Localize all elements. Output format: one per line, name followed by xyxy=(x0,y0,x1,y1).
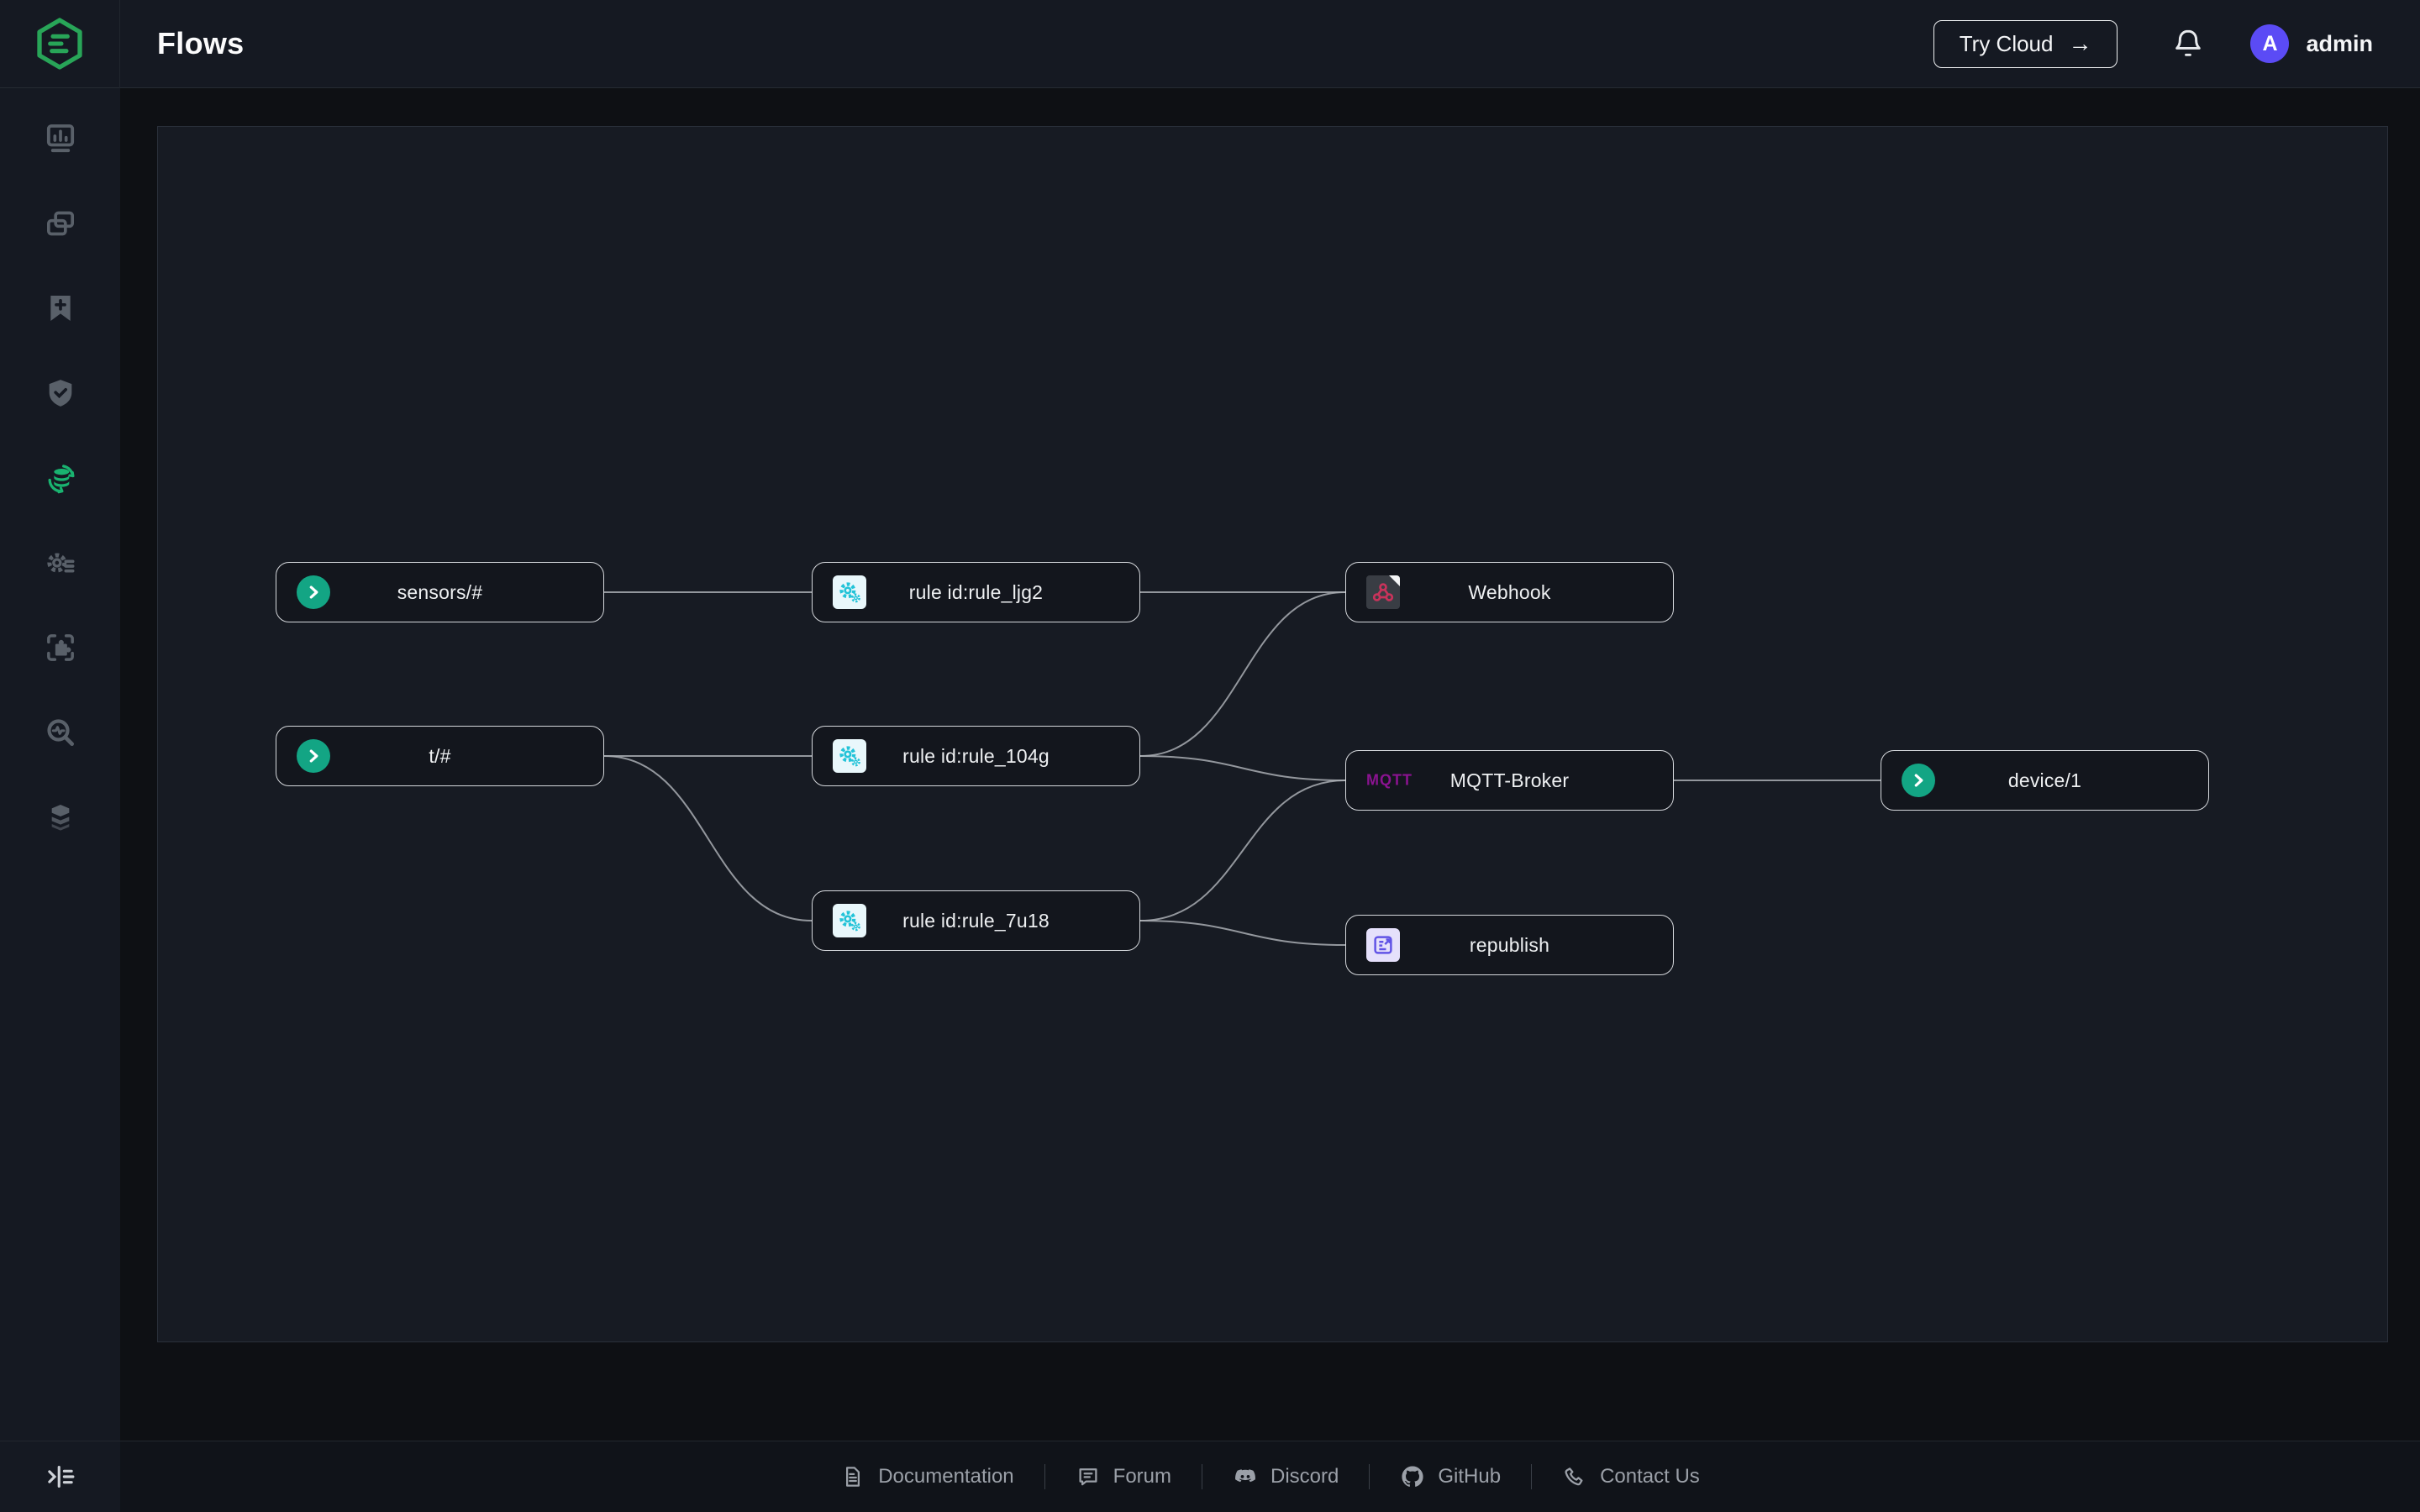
sidebar-item-management[interactable] xyxy=(0,520,120,605)
node-label: MQTT-Broker xyxy=(1449,769,1570,791)
sidebar-nav xyxy=(0,88,120,1441)
chat-bubble-icon xyxy=(1079,1468,1097,1486)
top-header: Flows Try Cloud → A admin xyxy=(0,0,2420,88)
database-sync-icon xyxy=(48,464,74,493)
rule-gears-icon xyxy=(833,739,866,773)
sidebar-item-extensions[interactable] xyxy=(0,605,120,690)
flow-canvas[interactable]: sensors/# t/# rule id:rule_ljg2 xyxy=(157,126,2388,1342)
flow-edge xyxy=(1139,591,1346,757)
flow-node-topic-t[interactable]: t/# xyxy=(276,726,604,786)
footer-link-contact-us[interactable]: Contact Us xyxy=(1562,1464,1700,1489)
user-menu[interactable]: A admin xyxy=(2250,24,2373,63)
try-cloud-button[interactable]: Try Cloud → xyxy=(1933,19,2118,68)
notifications-button[interactable] xyxy=(2170,25,2207,62)
flow-node-rule-104g[interactable]: rule id:rule_104g xyxy=(812,726,1140,786)
footer-link-discord[interactable]: Discord xyxy=(1233,1464,1339,1489)
flow-node-topic-device1[interactable]: device/1 xyxy=(1881,750,2209,811)
footer-link-forum[interactable]: Forum xyxy=(1076,1464,1171,1489)
webhook-icon xyxy=(1366,575,1400,609)
footer-link-label: Discord xyxy=(1270,1465,1339,1488)
gear-list-icon xyxy=(46,552,74,573)
bell-icon xyxy=(2175,29,2202,56)
flow-edge xyxy=(1139,755,1346,781)
page-title: Flows xyxy=(157,26,245,60)
sidebar-item-system[interactable] xyxy=(0,774,120,859)
flow-node-rule-ljg2[interactable]: rule id:rule_ljg2 xyxy=(812,562,1140,622)
topic-arrow-icon xyxy=(297,575,330,609)
node-label: rule id:rule_7u18 xyxy=(902,909,1050,932)
sidebar-item-diagnose[interactable] xyxy=(0,690,120,774)
flow-edges xyxy=(603,591,1881,946)
flow-node-webhook[interactable]: Webhook xyxy=(1345,562,1674,622)
node-label: rule id:rule_104g xyxy=(902,744,1050,767)
flow-node-topic-sensors[interactable]: sensors/# xyxy=(276,562,604,622)
sidebar-item-monitoring[interactable] xyxy=(0,96,120,181)
search-pulse-icon xyxy=(46,718,74,746)
folded-corner xyxy=(1389,575,1400,586)
footer-link-documentation[interactable]: Documentation xyxy=(840,1464,1014,1489)
emqx-logo[interactable] xyxy=(0,0,120,88)
node-label: device/1 xyxy=(2007,769,2082,791)
emqx-hexagon-logo-icon xyxy=(37,18,82,70)
phone-icon xyxy=(1565,1467,1583,1486)
flow-node-republish[interactable]: republish xyxy=(1345,915,1674,975)
flow-node-mqtt-broker[interactable]: MQTT MQTT-Broker xyxy=(1345,750,1674,811)
arrow-right-icon: → xyxy=(2068,30,2092,56)
flow-edge xyxy=(1139,920,1346,946)
footer: Documentation Forum Discord xyxy=(0,1441,2420,1512)
divider xyxy=(1531,1464,1533,1489)
footer-link-github[interactable]: GitHub xyxy=(1400,1464,1501,1489)
bar-chart-icon xyxy=(46,123,74,152)
footer-link-label: Documentation xyxy=(878,1465,1014,1488)
footer-link-label: Contact Us xyxy=(1600,1465,1700,1488)
flow-edge xyxy=(603,755,813,921)
layers-icon xyxy=(51,804,69,831)
stacked-windows-icon xyxy=(46,211,74,235)
bookmark-plus-icon xyxy=(50,295,71,321)
header-actions: Try Cloud → A admin xyxy=(1933,19,2420,68)
sidebar-footer xyxy=(0,1441,120,1512)
sidebar-item-data-integration[interactable] xyxy=(0,435,120,520)
sidebar-collapse-button[interactable] xyxy=(40,1457,81,1497)
divider xyxy=(1369,1464,1370,1489)
node-label: rule id:rule_ljg2 xyxy=(908,580,1044,603)
node-label: republish xyxy=(1469,933,1550,956)
node-label: Webhook xyxy=(1468,580,1551,603)
document-icon xyxy=(846,1467,860,1487)
flow-node-rule-7u18[interactable]: rule id:rule_7u18 xyxy=(812,890,1140,951)
sidebar-item-access-control[interactable] xyxy=(0,350,120,435)
shield-check-icon xyxy=(49,379,71,407)
node-label: sensors/# xyxy=(397,580,483,603)
footer-links: Documentation Forum Discord xyxy=(120,1441,2420,1512)
puzzle-icon xyxy=(46,633,74,661)
rule-gears-icon xyxy=(833,904,866,937)
divider xyxy=(1044,1464,1045,1489)
republish-icon xyxy=(1366,928,1400,962)
github-icon xyxy=(1402,1466,1423,1487)
sidebar-item-connections[interactable] xyxy=(0,181,120,265)
mqtt-logo: MQTT xyxy=(1366,771,1413,789)
username: admin xyxy=(2306,30,2373,56)
collapse-sidebar-icon xyxy=(47,1466,74,1488)
node-label: t/# xyxy=(429,744,451,767)
topic-arrow-icon xyxy=(1902,764,1935,797)
avatar: A xyxy=(2250,24,2290,63)
sidebar-item-subscriptions[interactable] xyxy=(0,265,120,350)
flow-edge xyxy=(1139,780,1346,921)
rule-gears-icon xyxy=(833,575,866,609)
footer-link-label: GitHub xyxy=(1438,1465,1502,1488)
discord-icon xyxy=(1235,1469,1255,1483)
footer-link-label: Forum xyxy=(1113,1465,1171,1488)
try-cloud-label: Try Cloud xyxy=(1959,30,2054,56)
topic-arrow-icon xyxy=(297,739,330,773)
